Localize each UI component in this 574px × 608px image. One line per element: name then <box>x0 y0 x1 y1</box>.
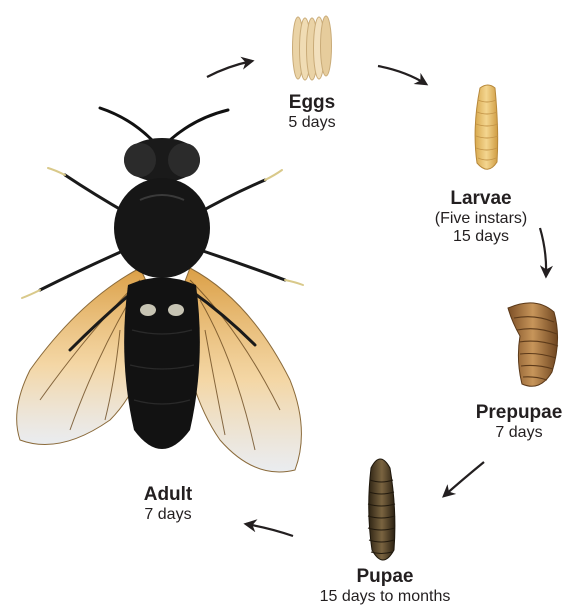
fly-abdomen <box>124 278 200 450</box>
adult-duration: 7 days <box>118 506 218 524</box>
adult-fly-illustration <box>17 108 303 472</box>
prepupae-duration: 7 days <box>464 424 574 442</box>
fly-thorax <box>114 178 210 278</box>
arrow-adult-to-eggs <box>207 61 252 77</box>
adult-name: Adult <box>118 484 218 506</box>
prepupa-illustration <box>508 303 558 386</box>
larva-illustration <box>475 85 498 169</box>
arrow-prepupae-to-pupae <box>444 462 484 496</box>
larvae-duration: 15 days <box>406 228 556 246</box>
pupae-name: Pupae <box>300 566 470 588</box>
eggs-duration: 5 days <box>262 114 362 132</box>
eggs-illustration <box>293 16 332 80</box>
pupa-illustration <box>368 459 395 560</box>
prepupae-name: Prepupae <box>464 402 574 424</box>
pupae-duration: 15 days to months <box>300 588 470 606</box>
eggs-name: Eggs <box>262 92 362 114</box>
pupae-label: Pupae 15 days to months <box>300 566 470 606</box>
larvae-label: Larvae (Five instars) 15 days <box>406 188 556 247</box>
arrow-pupae-to-adult <box>246 524 293 536</box>
larvae-instars: (Five instars) <box>406 210 556 228</box>
eggs-label: Eggs 5 days <box>262 92 362 132</box>
arrow-eggs-to-larvae <box>378 66 426 84</box>
prepupae-label: Prepupae 7 days <box>464 402 574 442</box>
adult-label: Adult 7 days <box>118 484 218 524</box>
larvae-name: Larvae <box>406 188 556 210</box>
